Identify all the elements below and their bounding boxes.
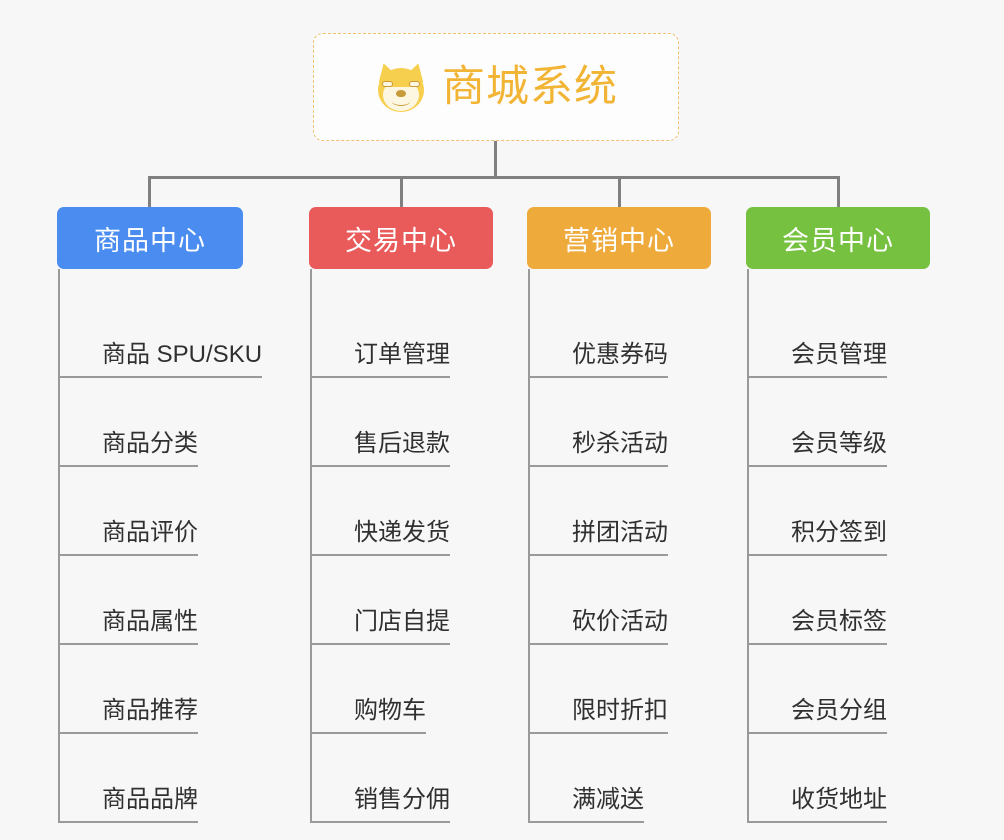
category-header-label: 交易中心: [345, 225, 457, 256]
root-node-mall-system[interactable]: 商城系统: [313, 33, 679, 141]
list-item-label: 商品推荐: [60, 697, 198, 734]
list-item[interactable]: 优惠券码: [530, 289, 711, 378]
category-header-member-center[interactable]: 会员中心: [746, 207, 930, 269]
list-item[interactable]: 砍价活动: [530, 556, 711, 645]
dog-mouth-icon: [392, 97, 410, 106]
list-item[interactable]: 商品属性: [60, 556, 243, 645]
list-item[interactable]: 会员分组: [749, 645, 930, 734]
item-list-trade-center: 订单管理 售后退款 快递发货 门店自提 购物车 销售分佣: [310, 269, 493, 823]
list-item[interactable]: 快递发货: [312, 467, 493, 556]
list-item-label: 商品评价: [60, 519, 198, 556]
list-item[interactable]: 拼团活动: [530, 467, 711, 556]
connector-root-stem: [494, 141, 497, 177]
list-item-label: 售后退款: [312, 430, 450, 467]
list-item-label: 优惠券码: [530, 341, 668, 378]
list-item[interactable]: 购物车: [312, 645, 493, 734]
list-item[interactable]: 商品品牌: [60, 734, 243, 823]
list-item-label: 商品 SPU/SKU: [59, 341, 263, 378]
list-item[interactable]: 售后退款: [312, 378, 493, 467]
column-marketing-center: 营销中心 优惠券码 秒杀活动 拼团活动 砍价活动 限时折扣 满减送: [527, 207, 711, 823]
item-list-member-center: 会员管理 会员等级 积分签到 会员标签 会员分组 收货地址: [747, 269, 930, 823]
shiba-dog-face-icon: [374, 60, 428, 113]
list-item[interactable]: 订单管理: [312, 289, 493, 378]
item-list-marketing-center: 优惠券码 秒杀活动 拼团活动 砍价活动 限时折扣 满减送: [528, 269, 711, 823]
list-item-label: 订单管理: [312, 341, 450, 378]
list-item-label: 快递发货: [312, 519, 450, 556]
list-item-label: 收货地址: [749, 786, 887, 823]
list-item[interactable]: 限时折扣: [530, 645, 711, 734]
connector-drop-trade: [400, 176, 403, 208]
list-item[interactable]: 会员管理: [749, 289, 930, 378]
list-item[interactable]: 积分签到: [749, 467, 930, 556]
list-item[interactable]: 商品评价: [60, 467, 243, 556]
column-product-center: 商品中心 商品 SPU/SKU 商品分类 商品评价 商品属性 商品推荐 商品品牌: [57, 207, 263, 823]
list-item-label: 购物车: [312, 697, 426, 734]
category-header-label: 会员中心: [782, 225, 894, 256]
list-item-label: 会员管理: [749, 341, 887, 378]
list-item-label: 商品属性: [60, 608, 198, 645]
connector-horizontal-bus: [148, 176, 840, 179]
dog-nose-icon: [396, 90, 406, 97]
list-item[interactable]: 商品分类: [60, 378, 243, 467]
list-item-label: 商品品牌: [60, 786, 198, 823]
category-header-product-center[interactable]: 商品中心: [57, 207, 243, 269]
column-member-center: 会员中心 会员管理 会员等级 积分签到 会员标签 会员分组 收货地址: [746, 207, 930, 823]
list-item-label: 满减送: [530, 786, 644, 823]
list-item[interactable]: 秒杀活动: [530, 378, 711, 467]
list-item-label: 会员分组: [749, 697, 887, 734]
list-item-label: 积分签到: [749, 519, 887, 556]
list-item-label: 拼团活动: [530, 519, 668, 556]
list-item[interactable]: 商品推荐: [60, 645, 243, 734]
dog-eye-left-icon: [382, 81, 393, 87]
list-item-label: 商品分类: [60, 430, 198, 467]
list-item-label: 秒杀活动: [530, 430, 668, 467]
list-item[interactable]: 销售分佣: [312, 734, 493, 823]
list-item[interactable]: 门店自提: [312, 556, 493, 645]
root-title: 商城系统: [442, 62, 618, 111]
item-list-product-center: 商品 SPU/SKU 商品分类 商品评价 商品属性 商品推荐 商品品牌: [58, 269, 263, 823]
category-header-label: 营销中心: [563, 225, 675, 256]
list-item[interactable]: 收货地址: [749, 734, 930, 823]
list-item-label: 销售分佣: [312, 786, 450, 823]
connector-drop-member: [837, 176, 840, 208]
list-item[interactable]: 满减送: [530, 734, 711, 823]
list-item-label: 会员等级: [749, 430, 887, 467]
list-item-label: 门店自提: [312, 608, 450, 645]
connector-drop-product: [148, 176, 151, 208]
list-item[interactable]: 会员标签: [749, 556, 930, 645]
category-header-label: 商品中心: [94, 225, 206, 256]
list-item-label: 砍价活动: [530, 608, 668, 645]
list-item[interactable]: 商品 SPU/SKU: [59, 289, 263, 378]
category-header-marketing-center[interactable]: 营销中心: [527, 207, 711, 269]
list-item-label: 会员标签: [749, 608, 887, 645]
column-trade-center: 交易中心 订单管理 售后退款 快递发货 门店自提 购物车 销售分佣: [309, 207, 493, 823]
category-header-trade-center[interactable]: 交易中心: [309, 207, 493, 269]
list-item[interactable]: 会员等级: [749, 378, 930, 467]
list-item-label: 限时折扣: [530, 697, 668, 734]
dog-eye-right-icon: [409, 81, 420, 87]
connector-drop-marketing: [618, 176, 621, 208]
